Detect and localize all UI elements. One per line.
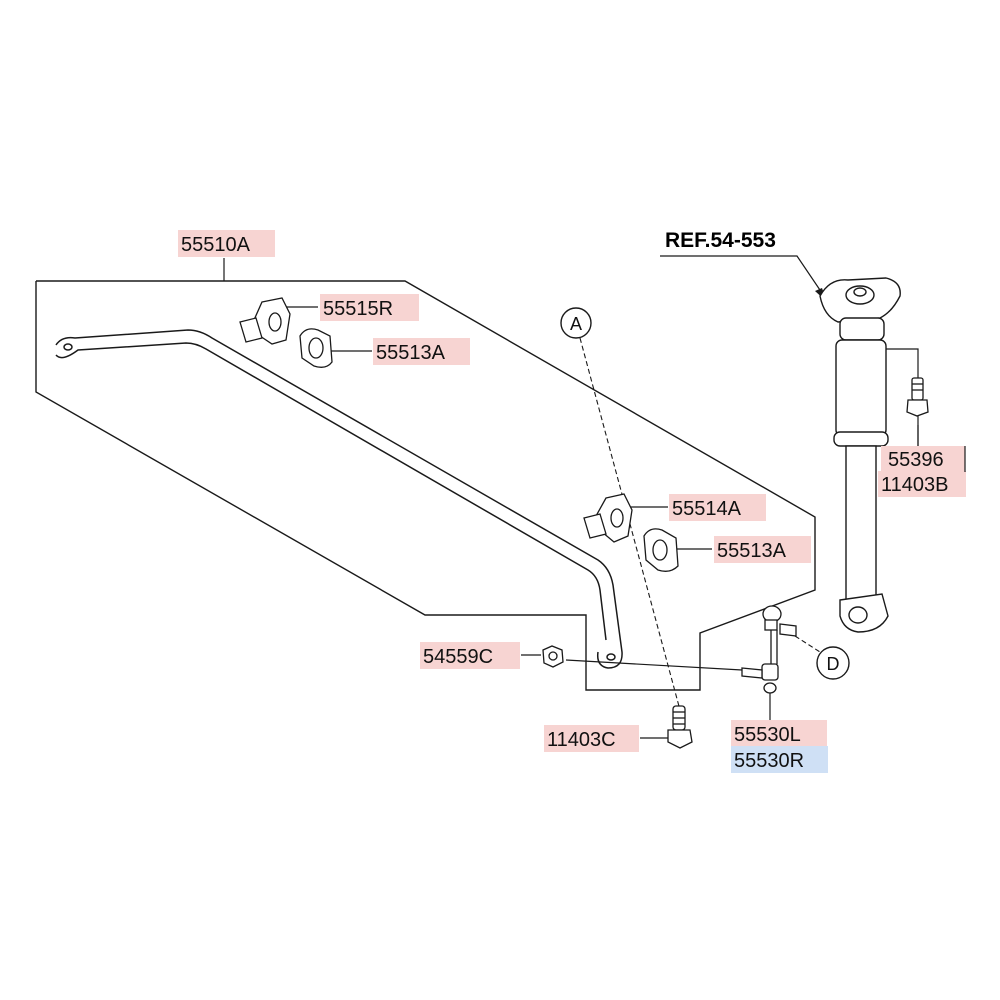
callout-11403b: 11403B (878, 471, 966, 497)
callout-55513a-top-text: 55513A (376, 342, 446, 364)
bolt-11403c (667, 705, 693, 749)
callout-11403b-text: 11403B (881, 474, 948, 496)
callout-55530r-text: 55530R (734, 750, 804, 772)
callout-55513a-mid: 55513A (714, 536, 811, 563)
callout-55530l: 55530L (731, 720, 827, 747)
callout-55515r: 55515R (320, 294, 419, 321)
callout-54559c: 54559C (420, 642, 520, 669)
marker-d: D (816, 646, 850, 680)
marker-a-label: A (570, 314, 582, 334)
bracket-55514a (583, 493, 633, 543)
marker-d-label: D (827, 654, 840, 674)
callout-55513a-top: 55513A (373, 338, 470, 365)
callout-11403c-text: 11403C (547, 729, 616, 751)
callout-55530r: 55530R (731, 746, 828, 773)
callout-55510a-text: 55510A (181, 234, 251, 256)
marker-a: A (560, 307, 592, 339)
stabilizer-link (741, 605, 797, 694)
shock-absorber (819, 277, 901, 633)
callout-55514a-text: 55514A (672, 498, 742, 520)
assembly-outline (35, 280, 816, 691)
callout-55510a: 55510A (178, 230, 275, 257)
bushing-55513a-top (299, 328, 333, 368)
callout-55396: 55396 (881, 446, 965, 472)
callout-55396-text: 55396 (888, 449, 944, 471)
leader-lines (223, 255, 919, 739)
callout-55513a-mid-text: 55513A (717, 540, 787, 562)
ref-label: REF.54-553 (665, 229, 776, 252)
callout-54559c-text: 54559C (423, 646, 493, 668)
nut-54559c (542, 645, 564, 668)
callout-55530l-text: 55530L (734, 724, 801, 746)
bracket-55515r (239, 297, 291, 345)
callout-55514a: 55514A (669, 494, 766, 521)
stabilizer-bar (55, 329, 623, 669)
bushing-55513a-mid (643, 528, 679, 572)
callout-55515r-text: 55515R (323, 298, 393, 320)
bolt-55396 (906, 377, 929, 417)
callout-11403c: 11403C (544, 725, 639, 752)
